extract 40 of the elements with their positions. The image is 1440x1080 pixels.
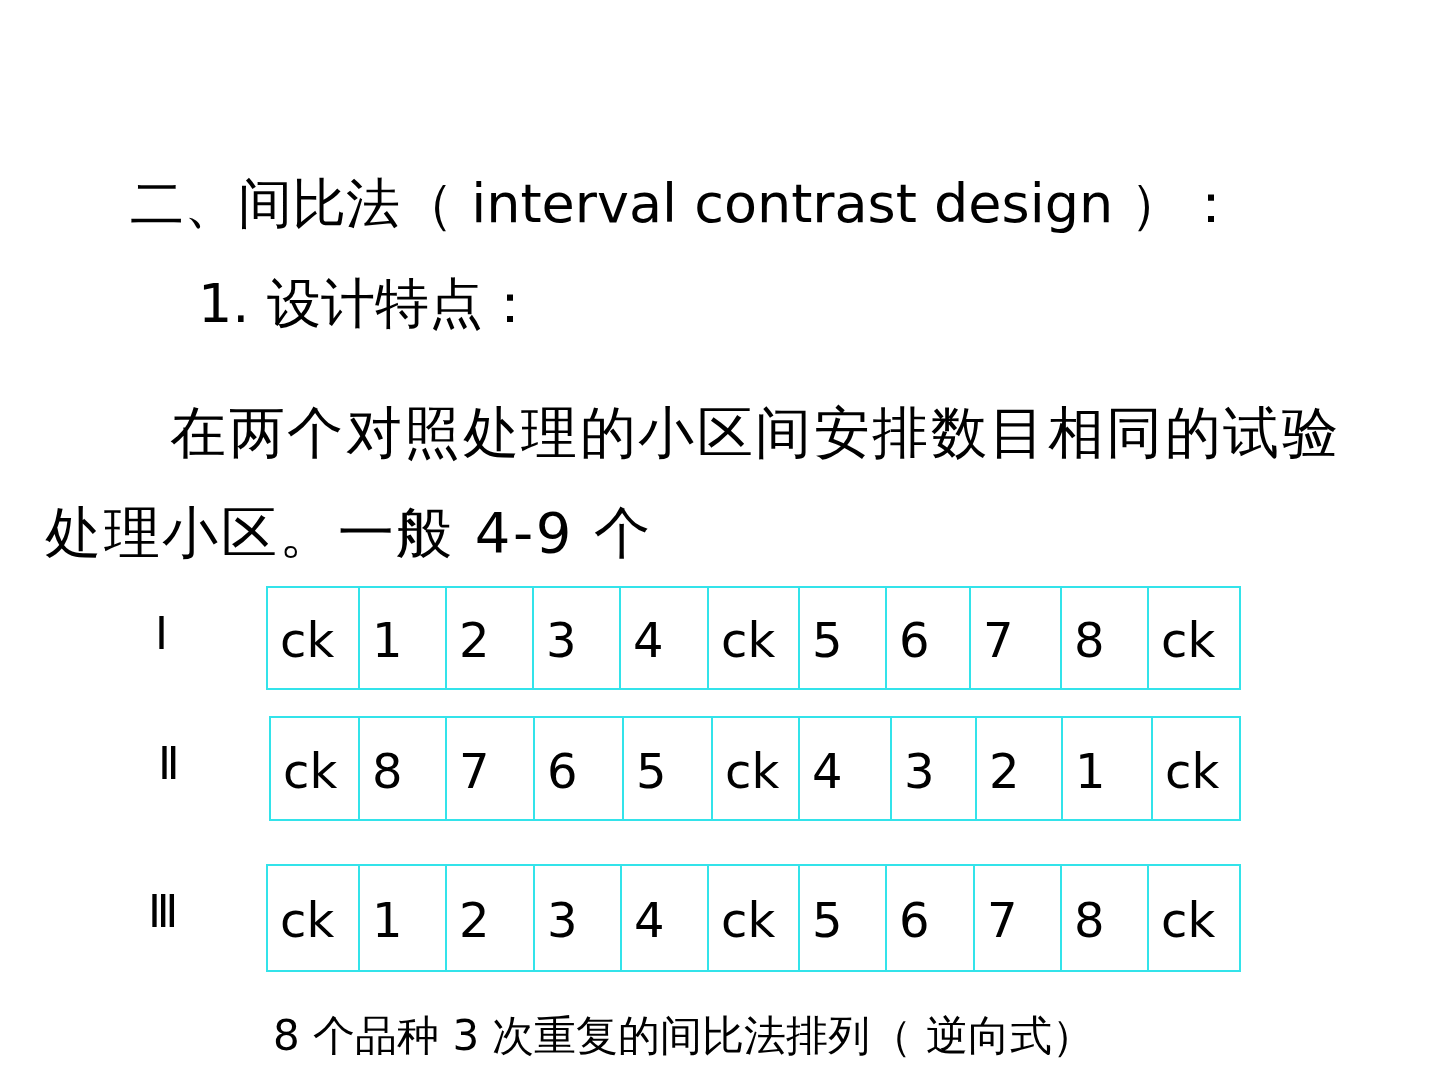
table-cell: 7 <box>973 864 1062 972</box>
table-cell: 3 <box>890 716 977 821</box>
table-cell: ck <box>707 586 800 690</box>
row-label: Ⅲ <box>148 886 179 937</box>
table-cell: 5 <box>798 586 887 690</box>
table-cell: ck <box>711 716 800 821</box>
table-cell: 4 <box>620 864 709 972</box>
table-cell: 4 <box>619 586 709 690</box>
table-cell: ck <box>269 716 360 821</box>
table-cell: 8 <box>358 716 447 821</box>
table-cell: 6 <box>885 864 975 972</box>
table-cell: 5 <box>798 864 887 972</box>
row-label: Ⅰ <box>155 608 168 659</box>
table-cell: 4 <box>798 716 892 821</box>
table-cell: 8 <box>1060 864 1149 972</box>
caption: 8 个品种 3 次重复的间比法排列（ 逆向式） <box>273 1010 1094 1062</box>
table-cell: ck <box>1147 586 1241 690</box>
table-cell: 2 <box>975 716 1063 821</box>
table-cell: 3 <box>532 586 621 690</box>
table-cell: 5 <box>622 716 713 821</box>
table-cell: 3 <box>533 864 622 972</box>
row-label: Ⅱ <box>158 738 180 789</box>
table-cell: 6 <box>533 716 624 821</box>
paragraph: 在两个对照处理的小区间安排数目相同的试验处理小区。一般 4-9 个 <box>45 399 1341 567</box>
table-cell: ck <box>266 586 360 690</box>
subtitle: 1. 设计特点： <box>198 271 537 337</box>
table-cell: 7 <box>969 586 1062 690</box>
table-cell: 2 <box>445 864 535 972</box>
title: 二、间比法（ interval contrast design ）： <box>130 171 1239 237</box>
table-cell: 1 <box>1061 716 1153 821</box>
table-cell: 6 <box>885 586 971 690</box>
table-cell: ck <box>1151 716 1241 821</box>
table-cell: 2 <box>445 586 534 690</box>
table-cell: 8 <box>1060 586 1149 690</box>
table-cell: 1 <box>358 864 447 972</box>
table-cell: ck <box>707 864 800 972</box>
table-cell: ck <box>266 864 360 972</box>
table-cell: 7 <box>445 716 535 821</box>
table-cell: 1 <box>358 586 447 690</box>
table-cell: ck <box>1147 864 1241 972</box>
